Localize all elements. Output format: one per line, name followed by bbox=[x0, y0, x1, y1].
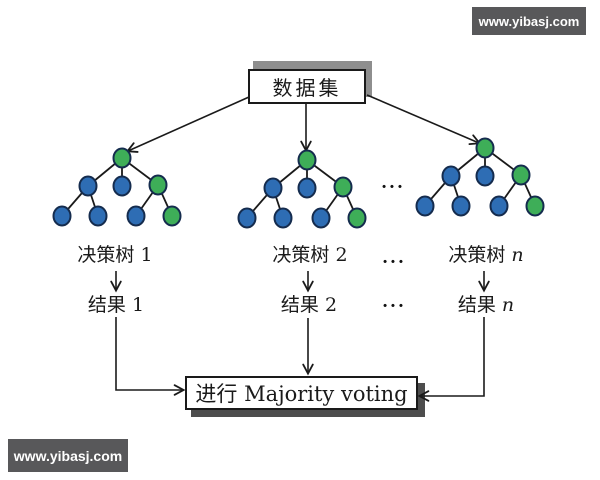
tree-1-node-green bbox=[162, 205, 182, 227]
ellipsis-trees: ... bbox=[381, 173, 405, 193]
watermark-text: www.yibasj.com bbox=[13, 447, 123, 464]
tree-3-node-blue bbox=[451, 195, 471, 217]
tree-3-node-green bbox=[511, 164, 531, 186]
tree-1-node-blue bbox=[52, 205, 72, 227]
result-3-to-voting-arrow bbox=[420, 317, 485, 396]
tree-3-node-green bbox=[475, 137, 495, 159]
tree-1-node-blue bbox=[126, 205, 146, 227]
tree-3-node-blue bbox=[415, 195, 435, 217]
dataset-to-tree-arrow bbox=[366, 94, 479, 143]
tree-2-node-blue bbox=[311, 207, 331, 229]
majority-voting-box: 进行 Majority voting bbox=[185, 376, 418, 410]
watermark-top-right: www.yibasj.com bbox=[472, 7, 586, 35]
result-1-to-voting-arrow bbox=[115, 317, 183, 390]
tree-3-node-blue bbox=[489, 195, 509, 217]
tree-2-node-blue bbox=[237, 207, 257, 229]
ellipsis-results: ... bbox=[382, 292, 406, 312]
tree-2-node-green bbox=[333, 176, 353, 198]
tree-3-node-blue bbox=[441, 165, 461, 187]
dataset-to-tree-arrow bbox=[128, 96, 250, 151]
tree-2-node-green bbox=[297, 149, 317, 171]
tree-3-node-green bbox=[525, 195, 545, 217]
tree-1-node-blue bbox=[112, 175, 132, 197]
ellipsis-tree-labels: ... bbox=[382, 248, 406, 268]
tree-1-node-green bbox=[148, 174, 168, 196]
tree-2-node-green bbox=[347, 207, 367, 229]
majority-voting-label: 进行 Majority voting bbox=[195, 382, 408, 406]
dataset-box: 数据集 bbox=[248, 69, 366, 104]
watermark-text: www.yibasj.com bbox=[478, 13, 580, 29]
tree-1-node-green bbox=[112, 147, 132, 169]
dataset-label: 数据集 bbox=[272, 76, 342, 100]
tree-1-node-blue bbox=[78, 175, 98, 197]
watermark-bottom-left: www.yibasj.com bbox=[8, 439, 128, 472]
tree-2-node-blue bbox=[263, 177, 283, 199]
tree-2-node-blue bbox=[297, 177, 317, 199]
tree-1-node-blue bbox=[88, 205, 108, 227]
tree-2-node-blue bbox=[273, 207, 293, 229]
tree-3-node-blue bbox=[475, 165, 495, 187]
